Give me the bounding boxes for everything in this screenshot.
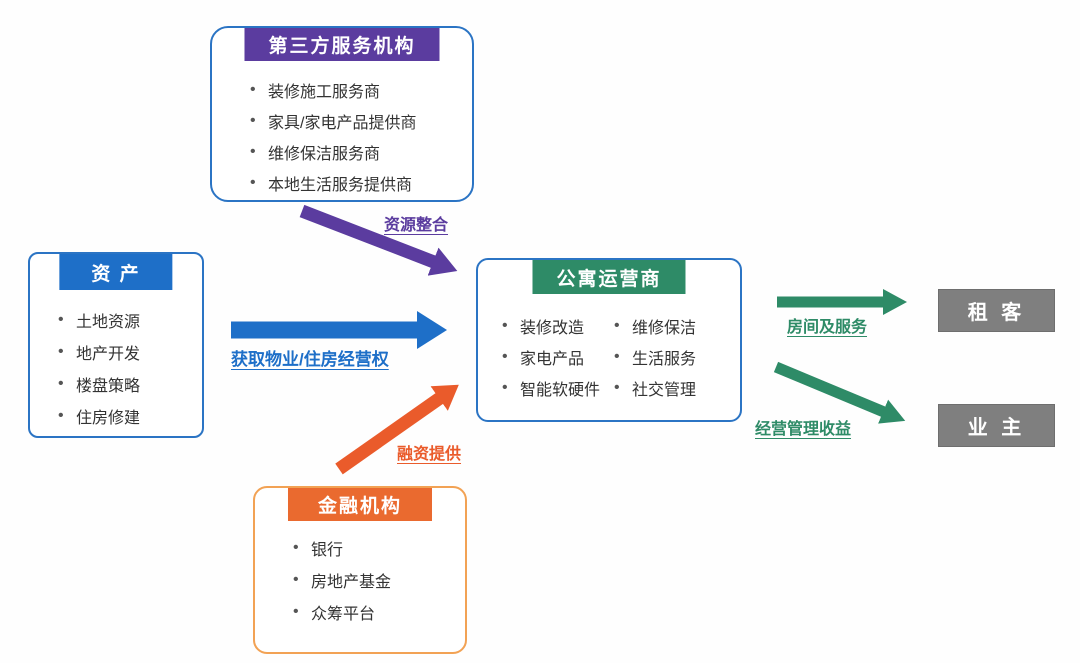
list-item: 房地产基金 — [291, 564, 465, 596]
list-item: 住房修建 — [56, 400, 202, 432]
assets-box: 资 产 土地资源 地产开发 楼盘策略 住房修建 — [28, 252, 204, 438]
assets-list: 土地资源 地产开发 楼盘策略 住房修建 — [30, 304, 202, 432]
list-item: 维修保洁服务商 — [248, 136, 472, 167]
finance-list: 银行 房地产基金 众筹平台 — [255, 532, 465, 628]
third-party-list: 装修施工服务商 家具/家电产品提供商 维修保洁服务商 本地生活服务提供商 — [212, 74, 472, 198]
list-item: 装修改造 — [500, 310, 612, 341]
list-item: 楼盘策略 — [56, 368, 202, 400]
management-income-arrow — [773, 361, 906, 424]
list-item: 众筹平台 — [291, 596, 465, 628]
resource-integration-label: 资源整合 — [384, 217, 449, 234]
third-party-box: 第三方服务机构 装修施工服务商 家具/家电产品提供商 维修保洁服务商 本地生活服… — [210, 26, 474, 202]
third-party-header: 第三方服务机构 — [244, 28, 440, 61]
list-item: 智能软硬件 — [500, 372, 612, 403]
operator-box: 公寓运营商 装修改造 家电产品 智能软硬件 维修保洁 生活服务 社交管理 — [476, 258, 742, 422]
owner-box: 业 主 — [938, 404, 1055, 447]
rooms-services-label: 房间及服务 — [787, 319, 868, 336]
list-item: 生活服务 — [612, 341, 696, 372]
list-item: 家具/家电产品提供商 — [248, 105, 472, 136]
operator-columns: 装修改造 家电产品 智能软硬件 维修保洁 生活服务 社交管理 — [478, 310, 740, 403]
financing-label: 融资提供 — [397, 446, 462, 463]
list-item: 地产开发 — [56, 336, 202, 368]
list-item: 银行 — [291, 532, 465, 564]
tenant-box: 租 客 — [938, 289, 1055, 332]
property-rights-label: 获取物业/住房经营权 — [231, 350, 389, 369]
operator-header: 公寓运营商 — [532, 260, 686, 294]
operator-list-left: 装修改造 家电产品 智能软硬件 — [500, 310, 612, 403]
assets-header: 资 产 — [59, 254, 173, 290]
list-item: 维修保洁 — [612, 310, 696, 341]
finance-box: 金融机构 银行 房地产基金 众筹平台 — [253, 486, 467, 654]
finance-header: 金融机构 — [287, 488, 433, 521]
operator-list-right: 维修保洁 生活服务 社交管理 — [612, 310, 696, 403]
list-item: 家电产品 — [500, 341, 612, 372]
management-income-label: 经营管理收益 — [755, 421, 852, 438]
list-item: 装修施工服务商 — [248, 74, 472, 105]
list-item: 本地生活服务提供商 — [248, 167, 472, 198]
list-item: 社交管理 — [612, 372, 696, 403]
list-item: 土地资源 — [56, 304, 202, 336]
